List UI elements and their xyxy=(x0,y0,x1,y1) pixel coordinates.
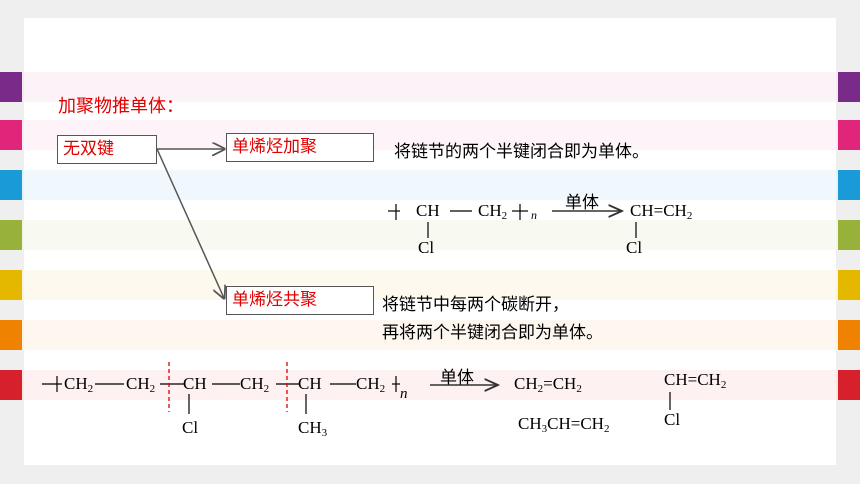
vinyl-chloride-monomer-2: CH=CH2 xyxy=(664,370,727,391)
tab-green xyxy=(0,220,22,250)
ethylene-monomer: CH2=CH2 xyxy=(514,374,582,395)
pvc-ch: CH xyxy=(416,201,440,220)
co-ch2-b: CH2 xyxy=(126,374,156,395)
co-ch-b: CH xyxy=(298,374,322,393)
tab-red-right xyxy=(838,370,860,400)
homo-rule-text: 将链节的两个半键闭合即为单体。 xyxy=(394,142,649,162)
slide-stripe-1 xyxy=(24,72,836,102)
tab-purple xyxy=(0,72,22,102)
tab-purple-right xyxy=(838,72,860,102)
slide-stripe-2 xyxy=(24,120,836,150)
box-monoolefin-copolymer: 单烯烃共聚 xyxy=(226,286,374,315)
pvc-cl: Cl xyxy=(418,238,435,257)
slide-stripe-6 xyxy=(24,320,836,350)
tab-red xyxy=(0,370,22,400)
tab-blue-right xyxy=(838,170,860,200)
co-ch3: CH3 xyxy=(298,418,328,439)
tab-pink xyxy=(0,120,22,150)
slide-stripe-4 xyxy=(24,220,836,250)
co-rule-text-1: 将链节中每两个碳断开， xyxy=(382,295,569,315)
arrow-label-monomer: 单体 xyxy=(565,193,599,213)
co-ch-a: CH xyxy=(183,374,207,393)
co-rule-text-2: 再将两个半键闭合即为单体。 xyxy=(382,323,603,343)
tab-yellow xyxy=(0,270,22,300)
box-no-double-bond: 无双键 xyxy=(57,135,157,164)
tab-green-right xyxy=(838,220,860,250)
vinyl-chloride-cl: Cl xyxy=(626,238,643,257)
propylene-monomer: CH3CH=CH2 xyxy=(518,414,610,435)
co-n: n xyxy=(400,386,408,402)
pvc-n: n xyxy=(531,208,537,222)
tab-pink-right xyxy=(838,120,860,150)
tab-yellow-right xyxy=(838,270,860,300)
tab-blue xyxy=(0,170,22,200)
tab-orange xyxy=(0,320,22,350)
vinyl-chloride-monomer: CH=CH2 xyxy=(630,201,693,222)
slide-stripe-3 xyxy=(24,170,836,200)
pvc-ch2: CH2 xyxy=(478,201,508,222)
box-monoolefin-addition: 单烯烃加聚 xyxy=(226,133,374,162)
co-ch2-c: CH2 xyxy=(240,374,270,395)
tab-orange-right xyxy=(838,320,860,350)
vinyl-chloride-cl-2: Cl xyxy=(664,410,681,429)
co-ch2-d: CH2 xyxy=(356,374,386,395)
arrow-label-monomer-2: 单体 xyxy=(440,368,474,388)
co-cl: Cl xyxy=(182,418,199,437)
co-ch2-a: CH2 xyxy=(64,374,94,395)
slide-stripe-5 xyxy=(24,270,836,300)
slide-heading: 加聚物推单体： xyxy=(58,96,184,117)
